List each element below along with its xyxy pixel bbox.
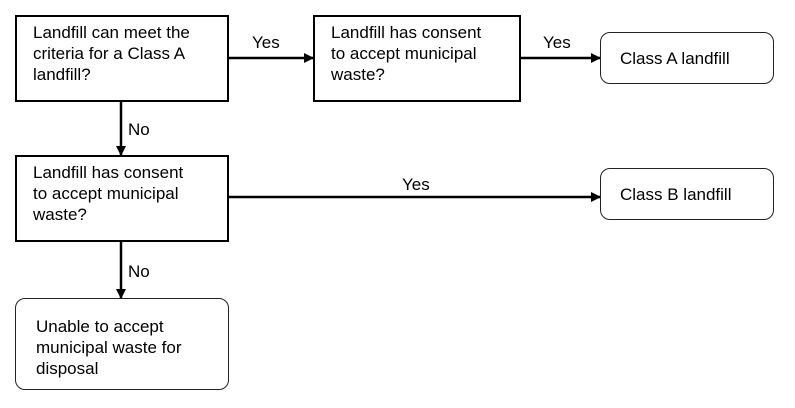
outcome-class-b-landfill: Class B landfill [600, 168, 774, 220]
edge-label-q2-yes: Yes [543, 33, 571, 52]
outcome-unable-to-accept: Unable to accept municipal waste for dis… [15, 298, 229, 390]
outcome-class-b-landfill-text: Class B landfill [620, 185, 732, 204]
edge-label-q1-yes: Yes [252, 33, 280, 52]
decision-consent-bottom-text: Landfill has consent to accept municipal… [33, 163, 184, 224]
edge-label-q1-no: No [128, 120, 150, 139]
edge-label-q3-no: No [128, 262, 150, 281]
decision-consent-top-text: Landfill has consent to accept municipal… [331, 23, 482, 84]
outcome-class-a-landfill: Class A landfill [600, 32, 774, 84]
decision-consent-top: Landfill has consent to accept municipal… [313, 15, 521, 102]
outcome-unable-to-accept-text: Unable to accept municipal waste for dis… [36, 317, 182, 378]
decision-class-a-criteria: Landfill can meet the criteria for a Cla… [15, 15, 229, 102]
outcome-class-a-landfill-text: Class A landfill [620, 49, 730, 68]
edge-label-q3-yes: Yes [402, 175, 430, 194]
decision-consent-bottom: Landfill has consent to accept municipal… [15, 155, 229, 242]
decision-class-a-criteria-text: Landfill can meet the criteria for a Cla… [33, 23, 190, 84]
